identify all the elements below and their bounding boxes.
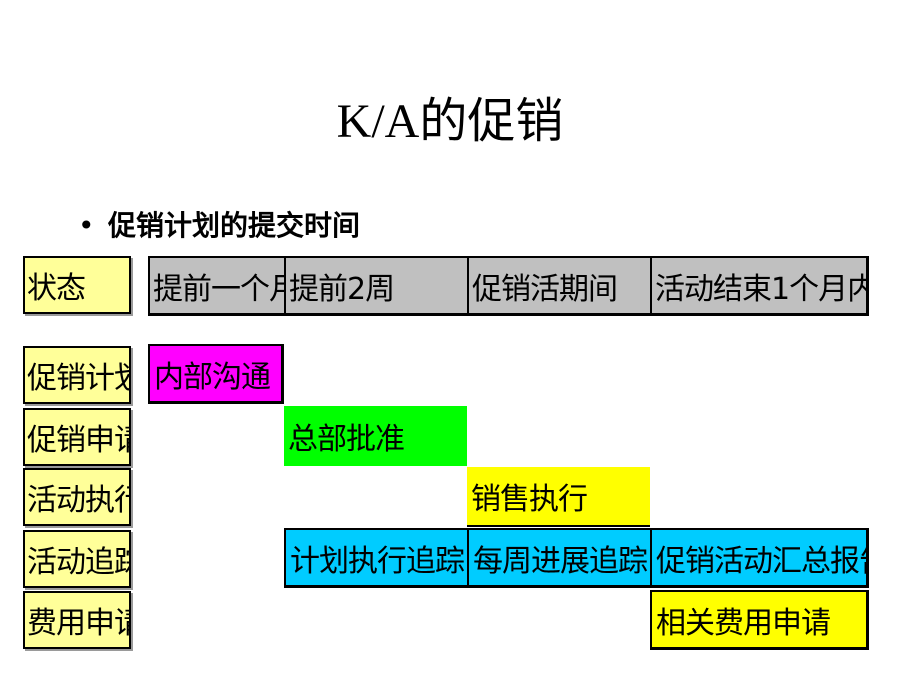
bar-expense-request: 相关费用申请 [650, 590, 869, 650]
bullet-item: • 促销计划的提交时间 [78, 206, 360, 246]
bar-weekly-progress-tracking: 每周进展追踪 [467, 528, 650, 588]
bullet-text: 促销计划的提交时间 [108, 209, 361, 242]
state-header-cell: 状态 [23, 256, 131, 314]
slide-title: K/A的促销 [336, 95, 564, 148]
state-cell-execution: 活动执行 [23, 468, 131, 526]
timeline-header-2: 提前2周 [284, 256, 467, 316]
state-cell-expense: 费用申请 [23, 591, 131, 649]
state-cell-tracking: 活动追踪 [23, 530, 131, 588]
state-cell-plan: 促销计划 [23, 346, 131, 404]
bar-promotion-summary-report: 促销活动汇总报告 [650, 528, 869, 588]
bar-plan-execution-tracking: 计划执行追踪 [284, 528, 467, 588]
bar-hq-approval: 总部批准 [284, 406, 467, 466]
timeline-header-1: 提前一个月 [148, 256, 284, 316]
timeline-header-4: 活动结束1个月内 [650, 256, 869, 316]
bullet-dot-icon: • [78, 209, 95, 242]
bar-sales-execution: 销售执行 [467, 467, 650, 527]
timeline-header-3: 促销活期间 [467, 256, 650, 316]
bar-internal-communication: 内部沟通 [148, 344, 284, 404]
state-cell-request: 促销申请 [23, 408, 131, 466]
